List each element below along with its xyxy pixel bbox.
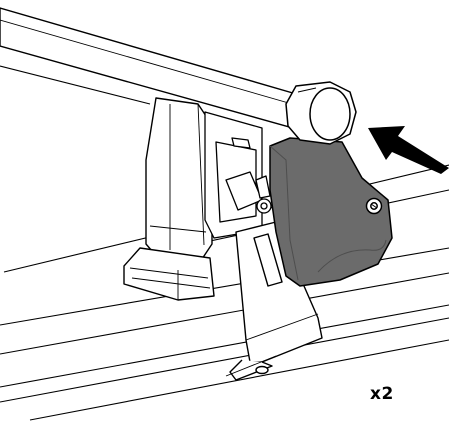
rubber-pad — [123, 247, 215, 301]
quantity-label: x2 — [370, 384, 394, 404]
foot-mechanism — [204, 111, 272, 239]
foot-body — [145, 97, 213, 263]
clamp-bracket — [225, 221, 323, 381]
bar-end-cap — [285, 81, 357, 145]
foot-cover — [269, 137, 393, 287]
push-direction-arrow-icon — [368, 126, 449, 174]
